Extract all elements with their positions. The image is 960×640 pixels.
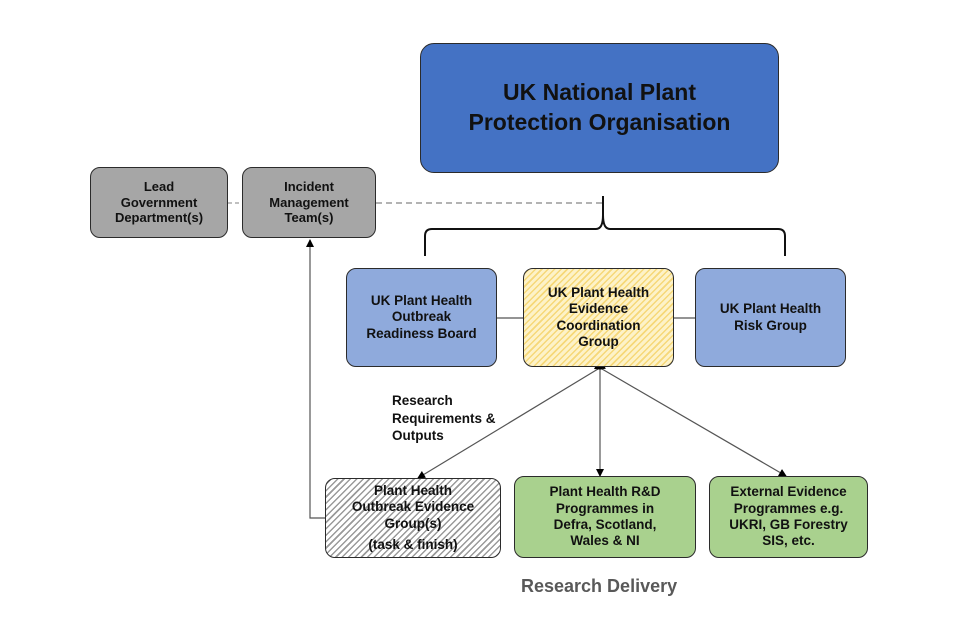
node-label: Wales & NI bbox=[570, 533, 640, 549]
node-label: Lead bbox=[143, 178, 175, 194]
node-label: Readiness Board bbox=[366, 325, 477, 341]
node-rnd-programmes[interactable]: Plant Health R&D Programmes in Defra, Sc… bbox=[514, 476, 696, 558]
research-delivery-label: Research Delivery bbox=[521, 576, 678, 596]
node-label: Risk Group bbox=[734, 317, 807, 333]
node-sublabel: (task & finish) bbox=[368, 536, 458, 552]
node-label: SIS, etc. bbox=[762, 533, 815, 549]
node-label: Defra, Scotland, bbox=[553, 517, 657, 532]
node-label: Evidence bbox=[568, 301, 629, 317]
node-label: Outbreak Evidence bbox=[351, 499, 475, 515]
node-label: Group(s) bbox=[384, 515, 442, 531]
node-label: Management bbox=[269, 194, 349, 210]
node-label: Plant Health bbox=[373, 482, 452, 498]
node-label: Programmes in bbox=[555, 500, 655, 516]
node-external-programmes[interactable]: External Evidence Programmes e.g. UKRI, … bbox=[709, 476, 868, 558]
node-label: Programmes e.g. bbox=[733, 500, 844, 516]
node-outbreak-readiness-board[interactable]: UK Plant Health Outbreak Readiness Board bbox=[346, 268, 497, 367]
node-evidence-coordination-group[interactable]: UK Plant Health Evidence Coordination Gr… bbox=[523, 268, 674, 367]
arrow-ecg-oeg bbox=[417, 361, 607, 479]
node-label: Incident bbox=[284, 178, 334, 194]
brace-connector bbox=[424, 196, 786, 256]
node-label: UK Plant Health bbox=[719, 301, 822, 317]
node-incident-management-team[interactable]: Incident Management Team(s) bbox=[242, 167, 376, 238]
research-requirements-label: Research Requirements & Outputs bbox=[392, 393, 496, 444]
node-label: External Evidence bbox=[730, 484, 847, 500]
node-label: UK Plant Health bbox=[547, 284, 650, 300]
node-label: UK Plant Health bbox=[370, 292, 473, 308]
node-uk-npo[interactable]: UK National Plant Protection Organisatio… bbox=[420, 43, 779, 173]
arrow-ecg-ext bbox=[593, 362, 787, 477]
node-label: UK National Plant bbox=[503, 79, 696, 106]
node-label: Outbreak bbox=[391, 309, 452, 325]
node-label: Protection Organisation bbox=[468, 109, 731, 135]
node-label: Department(s) bbox=[114, 210, 204, 226]
node-label: Plant Health R&D bbox=[549, 484, 661, 500]
node-label: Coordination bbox=[556, 317, 641, 333]
node-label: UKRI, GB Forestry bbox=[729, 517, 848, 532]
node-label: Team(s) bbox=[284, 210, 334, 226]
node-label: Government bbox=[120, 194, 198, 210]
arrow-oeg-imt bbox=[306, 239, 325, 519]
node-lead-government[interactable]: Lead Government Department(s) bbox=[90, 167, 228, 238]
node-label: Group bbox=[578, 333, 619, 349]
node-outbreak-evidence-group[interactable]: Plant Health Outbreak Evidence Group(s) … bbox=[325, 478, 501, 558]
node-risk-group[interactable]: UK Plant Health Risk Group bbox=[695, 268, 846, 367]
